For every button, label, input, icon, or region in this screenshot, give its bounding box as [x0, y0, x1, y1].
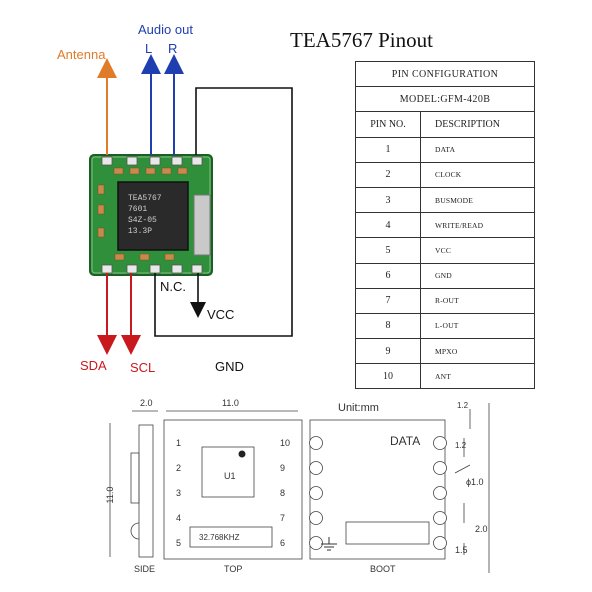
pin-number-left: 5	[176, 538, 181, 548]
chip-marking-line: 13.3P	[128, 227, 152, 236]
side-view-body	[138, 424, 154, 558]
left-channel-label: L	[145, 41, 153, 56]
table-title: PIN CONFIGURATION	[355, 60, 535, 88]
dim-edge: 1.2	[457, 401, 469, 410]
table-model: MODEL:GFM-420B	[355, 86, 535, 113]
pin-number-cell: 6	[355, 262, 421, 289]
pin-description-cell: DATA	[420, 136, 535, 163]
pin-description-cell: WRITE/READ	[420, 212, 535, 239]
pin-description-cell: CLOCK	[420, 161, 535, 188]
castellated-pad	[309, 536, 323, 550]
chip-marking-line: 7601	[128, 205, 147, 214]
pin-number-right: 7	[280, 513, 285, 523]
castellated-pad	[433, 486, 447, 500]
page-title: TEA5767 Pinout	[290, 28, 433, 52]
pin-description-cell: VCC	[420, 237, 535, 264]
castellated-pad	[309, 436, 323, 450]
gnd-label: GND	[215, 359, 244, 374]
dim-pitch: 2.0	[475, 524, 488, 534]
chip-marking-line: S4Z-05	[128, 216, 157, 225]
pin-number-left: 1	[176, 438, 181, 448]
antenna-label: Antenna	[57, 47, 106, 62]
pin-number-cell: 2	[355, 161, 421, 188]
crystal-can	[193, 194, 211, 256]
right-channel-label: R	[168, 41, 178, 56]
pin-number-right: 8	[280, 488, 285, 498]
nc-label: N.C.	[160, 279, 186, 294]
pin-number-cell: 1	[355, 136, 421, 163]
dim-height: 11.0	[105, 487, 115, 504]
crystal-outline	[189, 526, 273, 548]
pin-number-left: 2	[176, 463, 181, 473]
pin-description-cell: BUSMODE	[420, 186, 535, 214]
side-view-label: SIDE	[134, 564, 155, 574]
top-view-label: TOP	[224, 564, 242, 574]
castellated-pad	[433, 511, 447, 525]
column-header-pin: PIN NO.	[355, 111, 421, 138]
scl-label: SCL	[130, 360, 156, 375]
pin-number-cell: 8	[355, 312, 421, 340]
pin-number-right: 10	[280, 438, 290, 448]
pin-number-cell: 3	[355, 186, 421, 214]
castellated-pad	[433, 461, 447, 475]
column-header-description: DESCRIPTION	[420, 111, 535, 138]
pin-number-left: 3	[176, 488, 181, 498]
dim-last: 1.5	[455, 545, 468, 555]
dim-top-width: 11.0	[222, 398, 239, 408]
dim-side-width: 2.0	[140, 398, 153, 408]
dim-pad: 1.2	[455, 441, 467, 450]
crystal-label: 32.768KHZ	[199, 533, 240, 542]
top-view-body	[163, 419, 303, 560]
pin-number-left: 4	[176, 513, 181, 523]
top-pads	[101, 156, 203, 166]
castellated-pad	[433, 436, 447, 450]
pin-number-right: 6	[280, 538, 285, 548]
pin-description-cell: ANT	[420, 363, 535, 390]
boot-view-label: BOOT	[370, 564, 396, 574]
pin-number-cell: 5	[355, 237, 421, 264]
pin-configuration-table: PIN CONFIGURATION MODEL:GFM-420B PIN NO.…	[355, 60, 535, 390]
gnd-wire	[154, 87, 293, 337]
chip-marking-line: TEA5767	[128, 194, 162, 203]
vcc-label: VCC	[207, 307, 235, 322]
u1-label: U1	[224, 471, 236, 481]
pin1-dot	[238, 450, 246, 458]
data-pin-label: DATA	[390, 434, 420, 448]
pin-number-cell: 7	[355, 287, 421, 314]
pin-description-cell: MPXO	[420, 338, 535, 365]
sda-label: SDA	[80, 358, 107, 373]
ground-symbol-icon	[321, 537, 337, 551]
pin-number-cell: 4	[355, 212, 421, 239]
pin-description-cell: R-OUT	[420, 287, 535, 314]
boot-pad-rect	[345, 521, 430, 545]
pin-number-cell: 9	[355, 338, 421, 365]
pin-description-cell: L-OUT	[420, 312, 535, 340]
audio-out-label: Audio out	[138, 22, 193, 37]
castellated-pad	[433, 536, 447, 550]
unit-label: Unit:mm	[338, 402, 379, 414]
pin-number-cell: 10	[355, 363, 421, 390]
pin-description-cell: GND	[420, 262, 535, 289]
castellated-pad	[309, 511, 323, 525]
tea5767-chip	[117, 181, 189, 251]
u1-chip	[201, 446, 255, 498]
castellated-pad	[309, 461, 323, 475]
boot-view-body	[309, 419, 446, 560]
pin-number-right: 9	[280, 463, 285, 473]
dim-hole: ϕ1.0	[466, 477, 484, 487]
castellated-pad	[309, 486, 323, 500]
